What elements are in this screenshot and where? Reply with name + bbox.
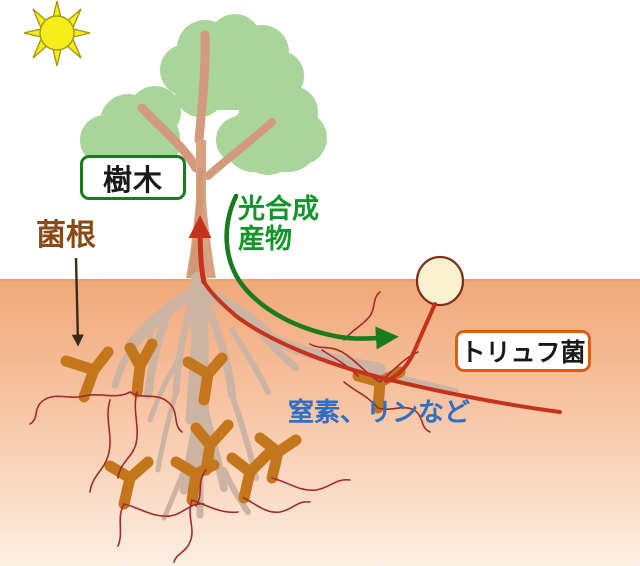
- up-arrow-icon: [188, 215, 212, 285]
- sun-icon: [23, 0, 91, 67]
- mycorrhiza-tip: [182, 352, 228, 406]
- photosynthate-label-line2: 産物: [238, 224, 292, 255]
- mycorrhiza-label: 菌根: [36, 219, 96, 252]
- truffle-label: トリュフ菌: [455, 330, 591, 372]
- mycorrhiza-tip: [124, 338, 158, 398]
- mycorrhiza-tip: [60, 346, 114, 403]
- truffle-fruiting-body-icon: [415, 255, 465, 307]
- soil-region: [0, 279, 640, 566]
- right-arrow-icon: [224, 193, 399, 350]
- photosynthate-label-line1: 光合成: [238, 194, 319, 224]
- hyphae-network: [29, 291, 431, 563]
- mycorrhiza-tip: [226, 448, 274, 504]
- photosynthate-label: 光合成 産物: [238, 194, 319, 254]
- down-arrow-icon: [71, 257, 84, 347]
- mycorrhiza-tip: [254, 432, 302, 484]
- tree-branches: [137, 30, 276, 180]
- tree-label: 樹木: [80, 155, 186, 200]
- truffle-stalk: [384, 302, 437, 383]
- nutrients-label: 窒素、リンなど: [288, 397, 471, 427]
- nutrient-flow-path: [202, 280, 562, 414]
- mycorrhiza-tips: [60, 338, 406, 510]
- soil-surface-line: [0, 279, 640, 282]
- mycorrhiza-tip: [190, 419, 234, 476]
